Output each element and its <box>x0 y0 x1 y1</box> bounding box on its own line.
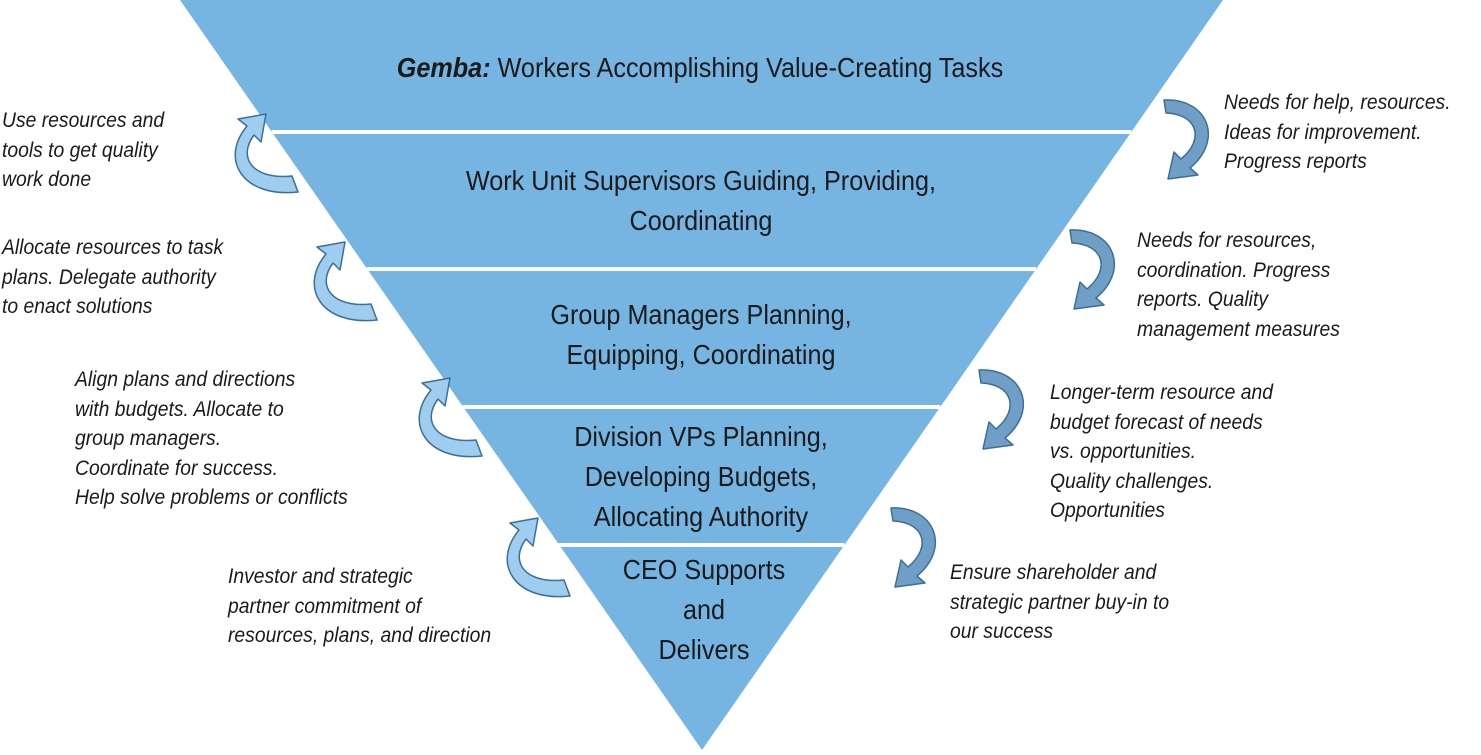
tier-supervisors-label: Work Unit Supervisors Guiding, Providing… <box>465 165 937 236</box>
tier-division-vps-label: Division VPs Planning, Developing Budget… <box>574 421 828 532</box>
right-note-longer-term-forecast: Longer-term resource and budget forecast… <box>1050 381 1274 522</box>
curved-arrow-up-icon <box>234 113 299 194</box>
curved-arrow-up-icon <box>506 517 571 598</box>
gemba-emphasis: Gemba: <box>396 52 491 83</box>
tier-gemba-label: Gemba: Workers Accomplishing Value-Creat… <box>396 52 1004 83</box>
curved-arrow-down-icon <box>978 369 1024 450</box>
pyramid-body <box>180 0 1223 750</box>
left-note-use-resources: Use resources and tools to get quality w… <box>2 109 165 191</box>
curved-arrow-down-icon <box>1069 229 1115 310</box>
feedback-arrows <box>234 99 1209 598</box>
tier-dividers <box>271 130 1132 547</box>
curved-arrow-up-icon <box>418 377 483 458</box>
curved-arrow-down-icon <box>1163 99 1209 180</box>
right-note-needs-for-help: Needs for help, resources. Ideas for imp… <box>1224 91 1451 173</box>
curved-arrow-up-icon <box>313 241 378 322</box>
left-note-allocate-resources: Allocate resources to task plans. Delega… <box>2 236 224 318</box>
tier-group-managers-label: Group Managers Planning, Equipping, Coor… <box>550 299 852 370</box>
left-note-investor-commitment: Investor and strategic partner commitmen… <box>228 565 492 647</box>
left-note-align-plans: Align plans and directions with budgets.… <box>75 368 348 509</box>
tier-ceo-label: CEO Supports and Delivers <box>622 554 786 665</box>
curved-arrow-down-icon <box>890 507 936 588</box>
right-note-shareholder-buy-in: Ensure shareholder and strategic partner… <box>950 561 1170 643</box>
right-note-needs-for-resources: Needs for resources, coordination. Progr… <box>1137 229 1340 341</box>
